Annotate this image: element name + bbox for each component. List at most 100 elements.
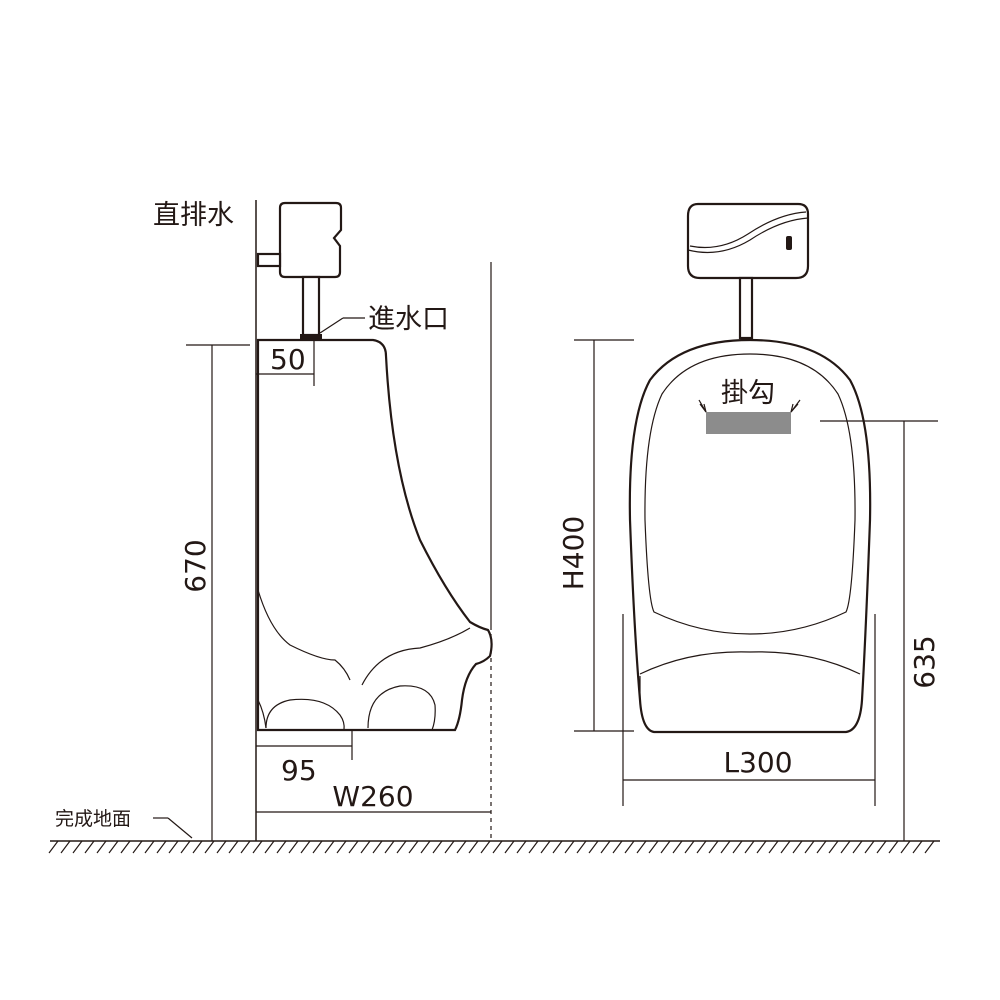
floor-hatch-line [192, 840, 203, 854]
floor-hatch-line [576, 840, 587, 854]
floor-hatch-line [276, 840, 287, 854]
floor-hatch-line [336, 840, 347, 854]
direct-drain-label: 直排水 [153, 200, 234, 231]
floor-hatch-line [636, 840, 647, 854]
floor-hatch-line [840, 840, 851, 854]
floor-hatch-line [48, 840, 59, 854]
floor-hatch-line [828, 840, 839, 854]
floor-hatch-line [720, 840, 731, 854]
floor-hatch-line [516, 840, 527, 854]
front-view: 掛勾 H400 635 L300 [557, 202, 941, 841]
urinal-body-side [256, 338, 493, 732]
floor-hatch-line [492, 840, 503, 854]
floor-hatch-line [600, 840, 611, 854]
floor-hatch-line [360, 840, 371, 854]
side-view: 50 670 95 W260 直排水 進水口 完成地面 [55, 200, 493, 841]
floor-hatch-line [432, 840, 443, 854]
inlet-offset-label: 50 [270, 343, 306, 376]
floor-hatch-line [84, 840, 95, 854]
floor-hatch-line [144, 840, 155, 854]
floor-hatch-line [60, 840, 71, 854]
floor-hatch-line [228, 840, 239, 854]
floor-hatch-line [264, 840, 275, 854]
floor-hatch-line [852, 840, 863, 854]
floor-hatch-line [540, 840, 551, 854]
floor-hatch-line [648, 840, 659, 854]
floor-hatch-line [504, 840, 515, 854]
inlet-offset-dimension: 50 [256, 340, 315, 386]
water-inlet-callout: 進水口 [319, 304, 449, 335]
floor-hatch-line [396, 840, 407, 854]
floor-hatch-line [384, 840, 395, 854]
floor-hatch-line [312, 840, 323, 854]
floor-hatch-line [96, 840, 107, 854]
floor-hatch-line [456, 840, 467, 854]
flush-valve-side [256, 201, 343, 340]
floor-hatch-line [132, 840, 143, 854]
floor-hatch-line [108, 840, 119, 854]
floor-hatch-line [660, 840, 671, 854]
finished-floor-label: 完成地面 [55, 808, 131, 830]
floor-hatch-line [876, 840, 887, 854]
hook-height-label: H400 [557, 516, 590, 591]
floor-hatch-line [252, 840, 263, 854]
urinal-body-front [628, 338, 872, 734]
floor-hatch-line [588, 840, 599, 854]
floor-hatch-line [780, 840, 791, 854]
floor-hatch-line [444, 840, 455, 854]
floor-hatch-line [612, 840, 623, 854]
mount-height-label: 635 [908, 635, 941, 688]
floor-hatch-line [900, 840, 911, 854]
floor-hatch-line [864, 840, 875, 854]
floor-hatch-line [348, 840, 359, 854]
width-dimension: L300 [622, 614, 876, 806]
floor-hatch-line [888, 840, 899, 854]
hook-plate: 掛勾 [698, 378, 801, 434]
floor-hatch-line [420, 840, 431, 854]
floor-hatch-line [804, 840, 815, 854]
drain-offset-dimension: 95 [256, 730, 353, 787]
floor-hatch-line [300, 840, 311, 854]
floor-hatch-line [768, 840, 779, 854]
width-label: L300 [723, 746, 792, 779]
drain-offset-label: 95 [281, 754, 317, 787]
hook-label: 掛勾 [721, 378, 775, 409]
floor-hatch-line [696, 840, 707, 854]
floor-hatch-line [288, 840, 299, 854]
floor-hatch-line [924, 840, 935, 854]
total-height-dimension: 670 [179, 344, 250, 841]
floor-hatch-line [564, 840, 575, 854]
floor-hatch-line [528, 840, 539, 854]
floor-hatch-line [156, 840, 167, 854]
floor-line [48, 840, 940, 854]
floor-hatch-line [912, 840, 923, 854]
hook-height-dimension: H400 [557, 339, 634, 732]
water-inlet-label: 進水口 [368, 304, 449, 335]
floor-hatch-line [684, 840, 695, 854]
floor-hatch-line [732, 840, 743, 854]
floor-hatch-line [240, 840, 251, 854]
floor-hatch-line [120, 840, 131, 854]
finished-floor-callout: 完成地面 [55, 808, 193, 839]
floor-hatch-line [744, 840, 755, 854]
floor-hatch-line [72, 840, 83, 854]
floor-hatch-line [468, 840, 479, 854]
depth-dimension: W260 [256, 780, 491, 813]
floor-hatch-line [168, 840, 179, 854]
mount-height-dimension: 635 [820, 420, 941, 841]
floor-hatch-line [408, 840, 419, 854]
floor-hatch-line [816, 840, 827, 854]
depth-label: W260 [332, 780, 413, 813]
floor-hatch-line [672, 840, 683, 854]
floor-hatch-line [708, 840, 719, 854]
floor-hatch-line [624, 840, 635, 854]
flush-valve-front [686, 202, 810, 340]
floor-hatch-line [180, 840, 191, 854]
total-height-label: 670 [179, 539, 212, 592]
floor-hatch-line [324, 840, 335, 854]
floor-hatch-line [552, 840, 563, 854]
floor-hatch-line [756, 840, 767, 854]
floor-hatch-line [792, 840, 803, 854]
floor-hatch-line [216, 840, 227, 854]
